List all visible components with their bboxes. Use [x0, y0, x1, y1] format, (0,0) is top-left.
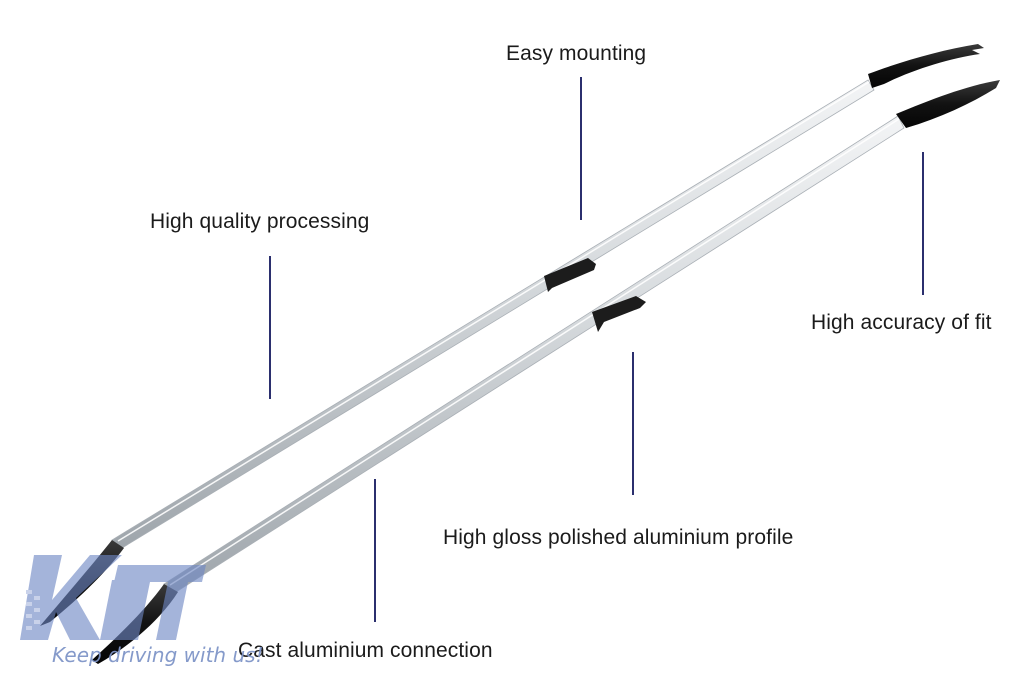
logo-letter-k — [20, 555, 122, 640]
kitt-logo — [20, 555, 206, 640]
rail-lower — [92, 80, 1000, 664]
callout-easy-mounting: Easy mounting — [506, 42, 647, 65]
rail-upper-profile — [111, 79, 875, 549]
callout-high-accuracy-of-fit: High accuracy of fit — [811, 311, 992, 334]
watermark-tagline: Keep driving with us! — [52, 643, 264, 667]
rail-lower-highlight — [169, 118, 900, 586]
rail-lower-rear-cap — [896, 80, 1000, 128]
callout-cast-aluminium-connection: Cast aluminium connection — [238, 639, 493, 662]
rail-upper-mount-foot — [544, 258, 596, 292]
logo-letter-t1 — [114, 565, 168, 640]
pointer-high-gloss-profile — [632, 352, 634, 495]
pointer-high-accuracy-of-fit — [922, 152, 924, 295]
callout-high-quality-processing: High quality processing — [150, 210, 370, 233]
pointer-cast-aluminium-connection — [374, 479, 376, 622]
logo-tire-tread — [26, 590, 40, 630]
pointer-high-quality-processing — [269, 256, 271, 399]
rail-upper-highlight — [117, 81, 870, 542]
rail-lower-mount-foot — [592, 296, 646, 332]
rail-upper-rear-cap — [868, 44, 984, 88]
pointer-easy-mounting — [580, 77, 582, 220]
callout-high-gloss-profile: High gloss polished aluminium profile — [443, 526, 794, 549]
logo-letter-t2 — [152, 565, 206, 640]
logo-letter-i — [100, 580, 132, 640]
